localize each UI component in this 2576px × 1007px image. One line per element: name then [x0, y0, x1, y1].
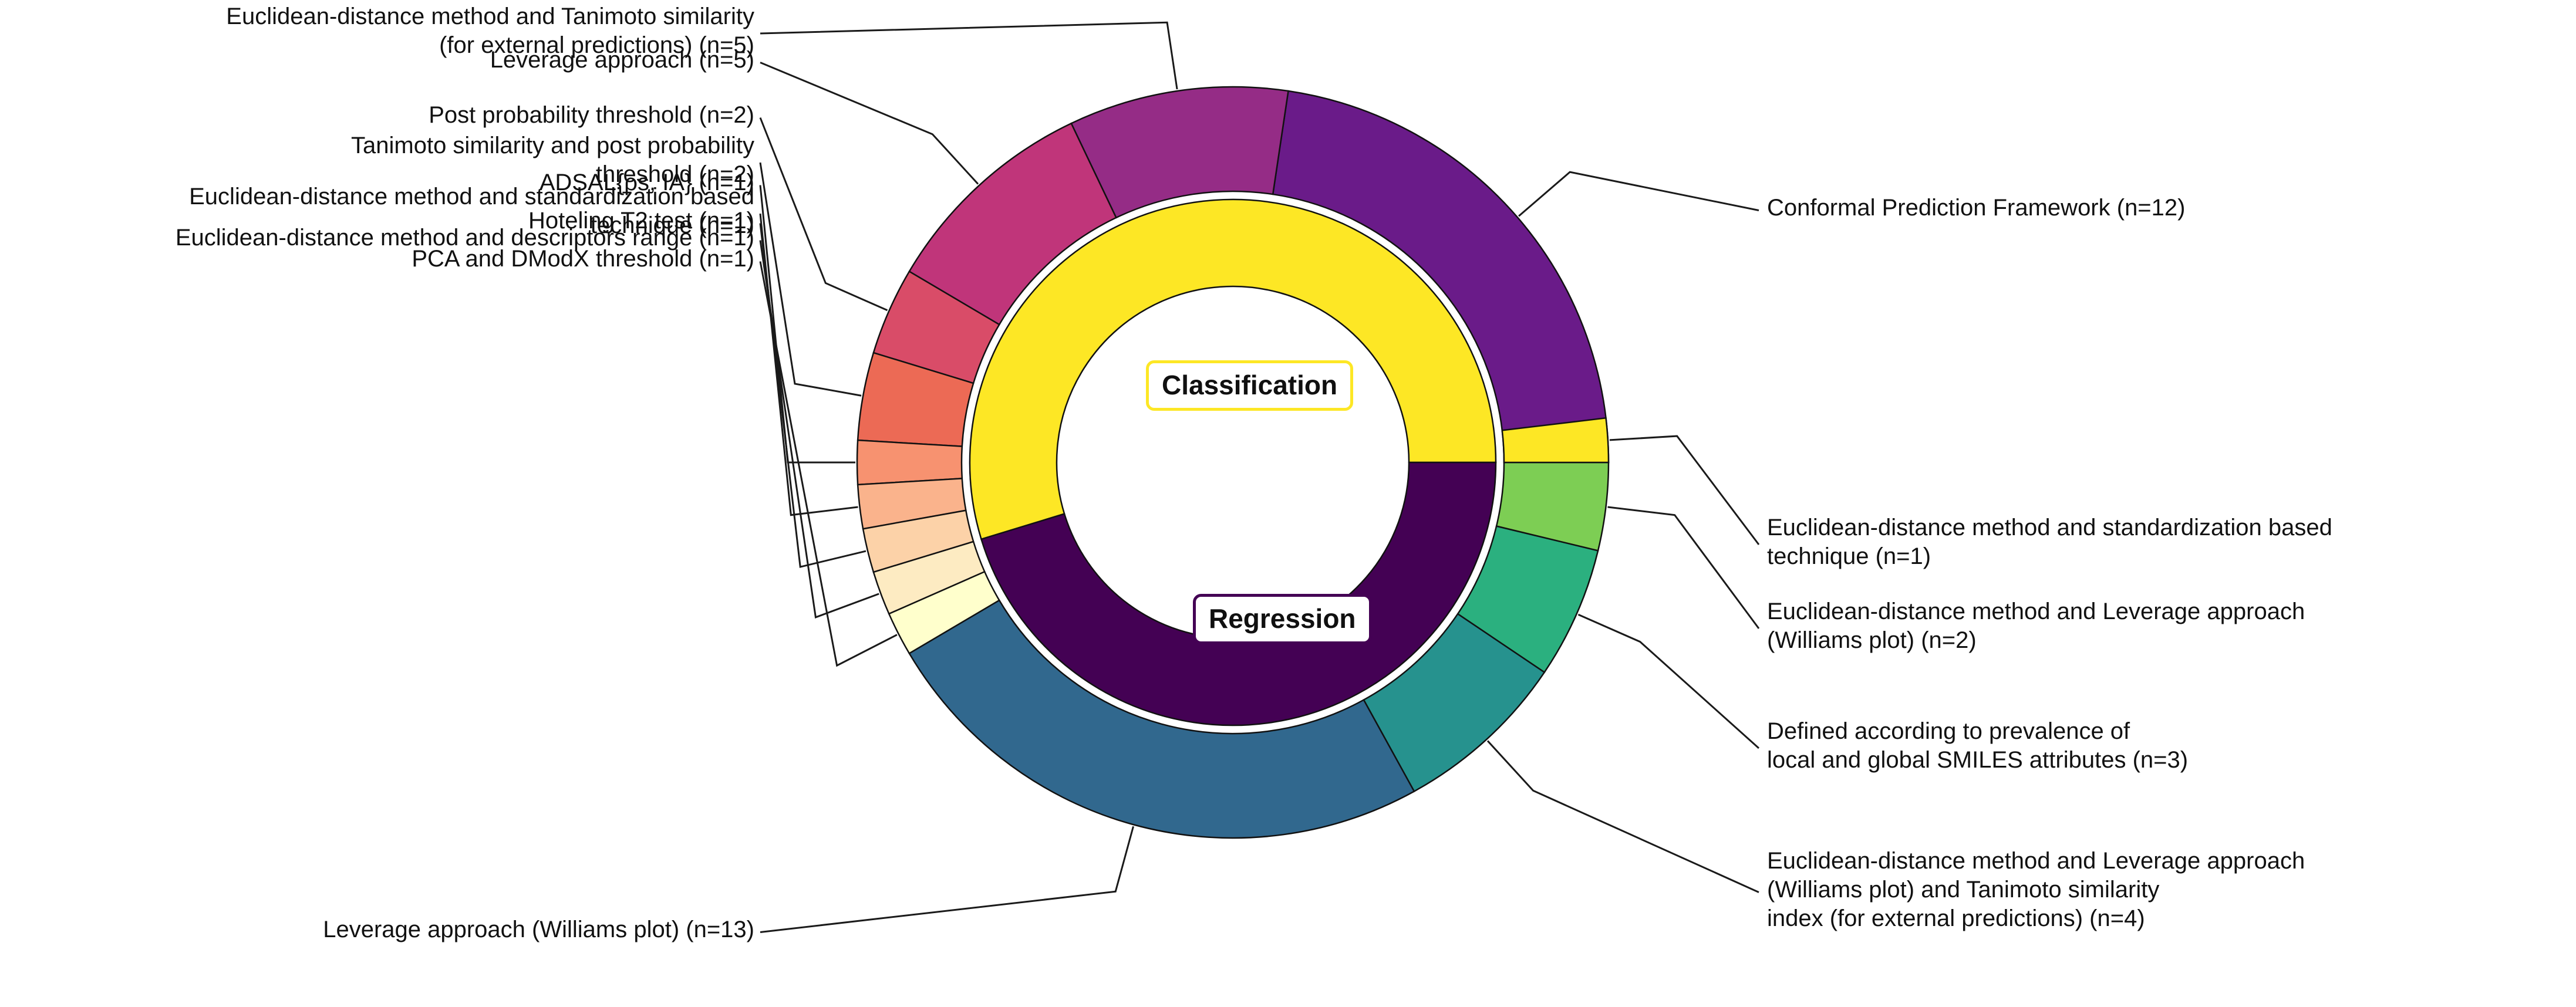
leader-line-pca-dmodx: [759, 261, 898, 667]
callout-label-hoteling-t2: Hoteling T2 test (n=1): [528, 208, 754, 234]
leader-line-leverage-approach: [760, 62, 979, 185]
callout-label-euclid-leverage-tanimoto: Euclidean-distance method and Leverage a…: [1767, 848, 2305, 931]
inner-segment-regression[interactable]: [980, 461, 1497, 726]
inner-ring-group: [969, 198, 1497, 726]
center-label-regression: Regression: [1193, 594, 1372, 644]
leader-line-euclid-leverage-williams: [1607, 506, 1760, 629]
callout-label-euclid-tanimoto-external: Euclidean-distance method and Tanimoto s…: [226, 4, 754, 58]
callout-label-euclid-standardization-cls: Euclidean-distance method and standardiz…: [189, 184, 754, 238]
leader-line-hoteling-t2: [759, 223, 866, 568]
callout-label-euclid-descriptors-range: Euclidean-distance method and descriptor…: [175, 225, 754, 251]
leader-line-euclid-standardization-reg: [1609, 435, 1760, 545]
callout-label-euclid-leverage-williams: Euclidean-distance method and Leverage a…: [1767, 599, 2305, 653]
leader-line-post-probability-threshold: [759, 117, 888, 312]
outer-segment-conformal-prediction-framework[interactable]: [1272, 90, 1610, 464]
leader-line-euclid-tanimoto-external: [760, 21, 1178, 90]
callout-label-tanimoto-post-probability: Tanimoto similarity and post probability…: [351, 133, 754, 187]
center-label-classification: Classification: [1146, 360, 1354, 411]
callout-label-euclid-standardization-reg: Euclidean-distance method and standardiz…: [1767, 515, 2332, 569]
leader-line-tanimoto-post-probability: [759, 162, 862, 397]
inner-segment-classification[interactable]: [969, 198, 1497, 540]
leader-line-euclid-leverage-tanimoto: [1486, 740, 1759, 893]
leader-line-adsal: [759, 185, 855, 464]
leader-line-euclid-descriptors-range: [759, 240, 879, 619]
outer-ring-group: [856, 86, 1610, 839]
callout-label-pca-dmodx: PCA and DModX threshold (n=1): [412, 246, 754, 272]
outer-segment-leverage-williams[interactable]: [908, 599, 1415, 839]
callout-label-post-probability-threshold: Post probability threshold (n=2): [429, 102, 754, 128]
callout-label-conformal-prediction-framework: Conformal Prediction Framework (n=12): [1767, 195, 2186, 221]
callout-label-smiles-attributes: Defined according to prevalence of local…: [1767, 718, 2189, 773]
leader-line-smiles-attributes: [1577, 613, 1760, 749]
callout-label-leverage-approach: Leverage approach (n=5): [490, 47, 754, 73]
outer-segment-adsal[interactable]: [856, 439, 963, 486]
callout-label-adsal: ADSAL{ρs, IA} (n=1): [539, 170, 754, 195]
leader-lines-group: [759, 21, 1760, 933]
leader-line-conformal-prediction-framework: [1518, 171, 1759, 217]
leader-line-leverage-williams: [760, 826, 1134, 933]
callout-label-leverage-williams: Leverage approach (Williams plot) (n=13): [323, 917, 754, 942]
outer-segment-euclid-standardization-reg[interactable]: [1501, 417, 1610, 464]
